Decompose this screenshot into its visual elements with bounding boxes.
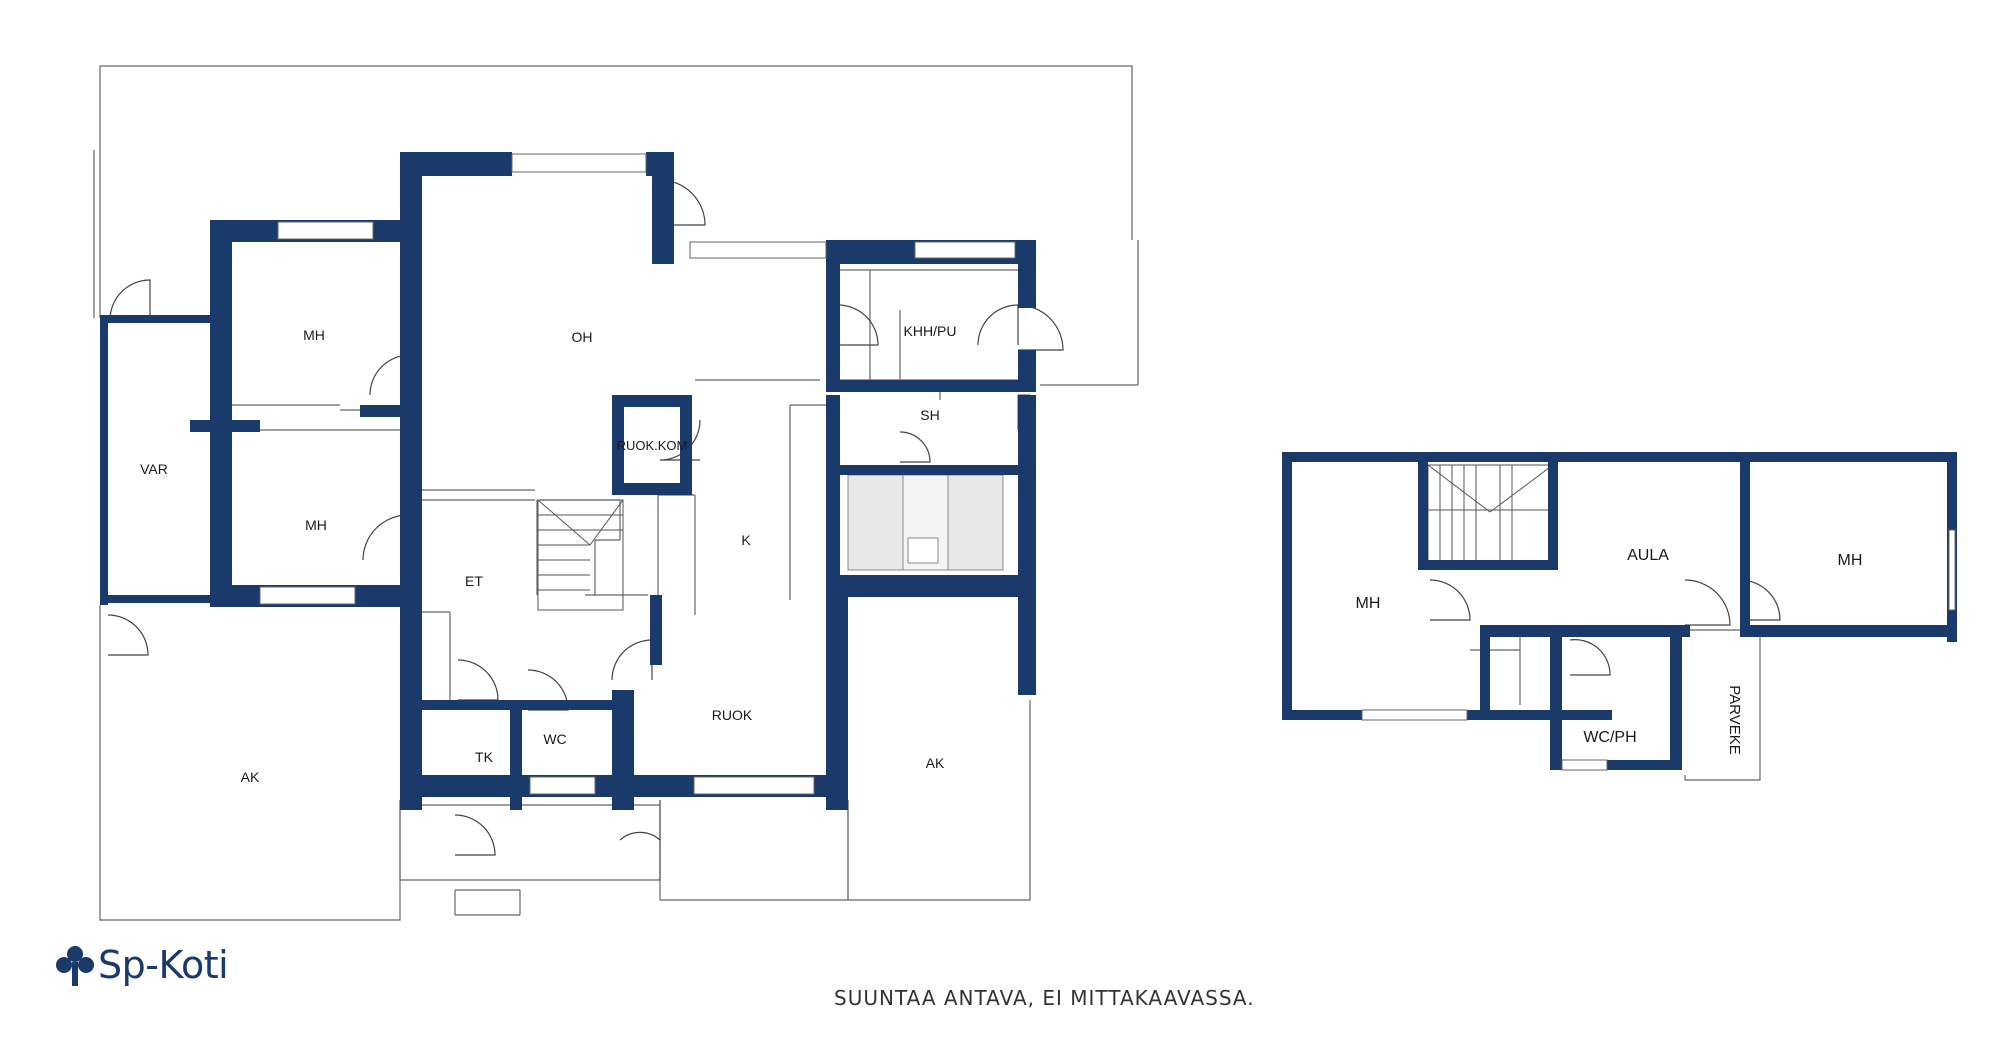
- room-label-mh: MH: [1356, 595, 1381, 612]
- room-label-ruok: RUOK: [712, 707, 753, 723]
- room-label-et: ET: [465, 573, 483, 589]
- room-label-aula: AULA: [1627, 547, 1669, 564]
- room-labels: MH OH VAR MH RUOK.KOM K ET KHH/PU SH RUO…: [140, 323, 1862, 785]
- walls: [100, 152, 1957, 810]
- clover-icon: [56, 946, 94, 986]
- room-label-ruokkom: RUOK.KOM: [617, 438, 688, 453]
- brand-name: Sp-Koti: [98, 943, 229, 987]
- room-label-wc: WC: [543, 731, 566, 747]
- room-label-mh: MH: [1838, 552, 1863, 569]
- room-label-khh-pu: KHH/PU: [904, 323, 957, 339]
- room-label-mh: MH: [305, 517, 327, 533]
- room-label-sh: SH: [920, 407, 939, 423]
- room-label-ak: AK: [241, 769, 260, 785]
- brand-logo: Sp-Koti: [52, 942, 229, 988]
- room-label-wc-ph: WC/PH: [1583, 729, 1636, 746]
- room-label-mh: MH: [303, 327, 325, 343]
- disclaimer-text: SUUNTAA ANTAVA, EI MITTAKAAVASSA.: [834, 986, 1255, 1010]
- room-label-oh: OH: [572, 329, 593, 345]
- room-label-ak: AK: [926, 755, 945, 771]
- room-label-tk: TK: [475, 749, 494, 765]
- windows: [259, 153, 1956, 795]
- sauna-benches: [847, 474, 1004, 571]
- stairs: [537, 464, 1554, 611]
- room-label-parveke: PARVEKE: [1726, 685, 1743, 754]
- room-label-var: VAR: [140, 461, 168, 477]
- room-label-k: K: [741, 532, 751, 548]
